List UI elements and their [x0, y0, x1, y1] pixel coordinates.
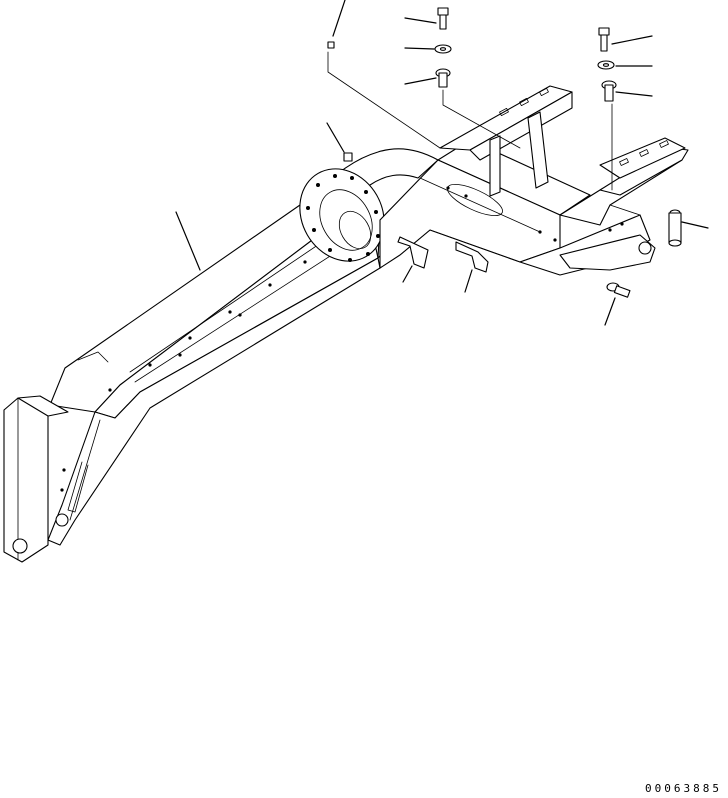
leader-lines: [175, 0, 709, 326]
bolt-top-right: [598, 27, 610, 52]
main-frame: [3, 85, 689, 563]
washer-top-right: [597, 60, 615, 70]
pin-top-center: [327, 41, 335, 49]
small-bracket-left: [397, 236, 429, 269]
spacer-top-right: [601, 80, 617, 102]
bolt-lower: [606, 282, 631, 298]
washer-top-left: [434, 44, 452, 54]
small-plug: [343, 152, 353, 162]
bolt-top-left: [437, 7, 449, 30]
spacer-top-left: [435, 68, 451, 88]
drawing-number: 00063885: [645, 782, 722, 795]
cylinder-right: [668, 209, 682, 247]
small-bracket-right: [455, 241, 489, 273]
